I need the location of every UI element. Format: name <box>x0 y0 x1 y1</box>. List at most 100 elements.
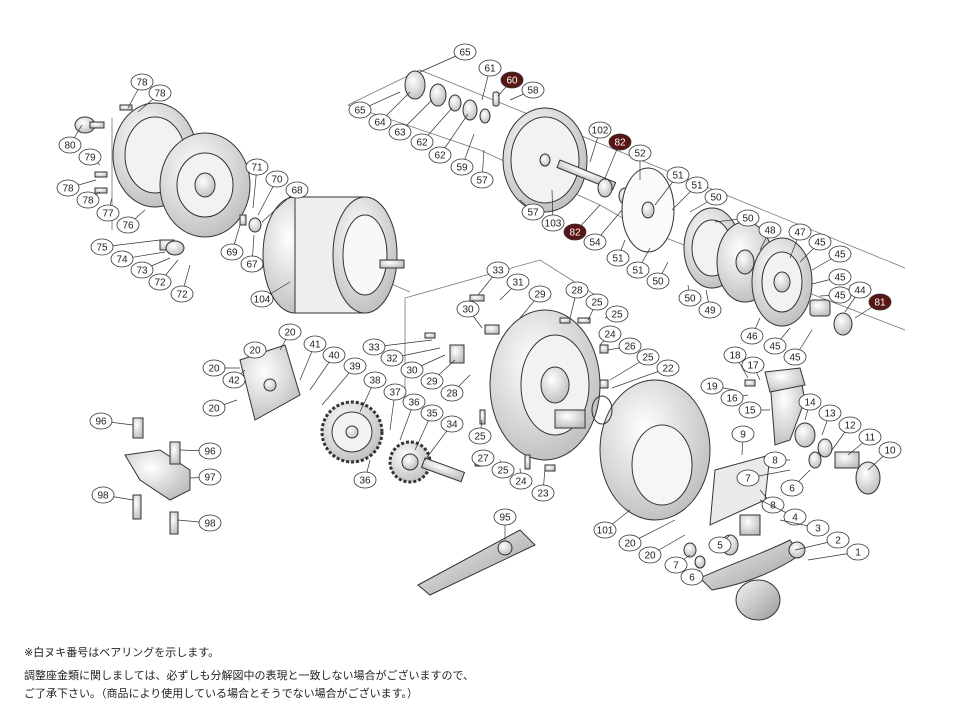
part-label-6: 6 <box>680 568 704 586</box>
part-label-98: 98 <box>177 514 222 532</box>
label-badge <box>731 425 755 443</box>
right-side-plate <box>599 379 711 521</box>
label-text: 61 <box>484 64 496 75</box>
label-text: 74 <box>116 255 128 266</box>
label-text: 25 <box>611 310 623 321</box>
label-text: 51 <box>691 181 703 192</box>
label-badge <box>303 335 327 353</box>
label-badge <box>410 133 434 151</box>
label-text: 20 <box>624 539 636 550</box>
label-text: 57 <box>476 176 488 187</box>
part-label-46: 46 <box>740 317 764 345</box>
part-label-24: 24 <box>598 325 622 346</box>
part-label-8: 8 <box>763 451 790 469</box>
part-label-14: 14 <box>798 393 822 421</box>
part-label-79: 79 <box>78 148 102 166</box>
label-text: 78 <box>154 89 166 100</box>
part-label-78: 78 <box>56 179 97 197</box>
part-label-98: 98 <box>91 486 134 504</box>
label-badge <box>202 359 226 377</box>
label-text: 95 <box>499 513 511 524</box>
label-text: 57 <box>527 208 539 219</box>
part-label-68: 68 <box>261 181 309 223</box>
part-label-59: 59 <box>450 133 475 176</box>
label-text: 64 <box>374 118 386 129</box>
part-label-3: 3 <box>779 519 830 537</box>
label-badge <box>680 568 704 586</box>
label-text: 50 <box>684 294 696 305</box>
handle-arm <box>699 539 806 621</box>
part-label-57: 57 <box>470 149 494 189</box>
label-text: 24 <box>604 330 616 341</box>
part-label-81: 81 <box>854 293 892 319</box>
label-badge <box>846 543 870 561</box>
part-label-51: 51 <box>654 166 690 206</box>
label-badge <box>708 536 732 554</box>
part-label-82: 82 <box>563 204 601 241</box>
part-label-103: 103 <box>541 189 565 232</box>
label-badge <box>585 293 609 311</box>
label-badge <box>440 415 464 433</box>
label-badge <box>130 261 154 279</box>
label-text: 40 <box>328 351 340 362</box>
label-badge <box>506 273 530 291</box>
part-label-17: 17 <box>741 356 765 381</box>
label-text: 62 <box>434 151 446 162</box>
label-text: 77 <box>102 209 114 220</box>
part-label-32: 32 <box>380 347 441 367</box>
part-label-78: 78 <box>76 191 101 209</box>
label-badge <box>723 346 747 364</box>
label-badge <box>783 348 807 366</box>
label-badge <box>96 204 120 222</box>
label-badge <box>798 393 822 411</box>
label-badge <box>89 412 113 430</box>
label-badge <box>618 534 642 552</box>
left-screws-and-knob <box>74 104 262 256</box>
label-badge <box>618 337 642 355</box>
label-badge <box>91 486 115 504</box>
label-text: 44 <box>854 286 866 297</box>
label-text: 51 <box>672 171 684 182</box>
washer-footnote-line1: 調整座金類に関しましては、必ずしも分解図中の表現と一致しない場合がございますので… <box>24 669 475 682</box>
label-badge <box>368 113 392 131</box>
label-text: 20 <box>208 404 220 415</box>
part-label-23: 23 <box>531 467 555 502</box>
part-label-62: 62 <box>428 113 469 164</box>
label-text: 24 <box>515 477 527 488</box>
label-badge <box>440 384 464 402</box>
label-text: 28 <box>571 286 583 297</box>
label-text: 20 <box>208 364 220 375</box>
label-badge <box>666 166 690 184</box>
part-label-62: 62 <box>410 107 453 151</box>
part-label-5: 5 <box>708 534 732 554</box>
label-text: 8 <box>772 456 778 467</box>
label-badge <box>110 250 134 268</box>
part-label-40: 40 <box>309 346 346 391</box>
label-badge <box>763 337 787 355</box>
label-badge <box>826 531 850 549</box>
part-label-33: 33 <box>477 261 510 296</box>
label-badge <box>626 261 650 279</box>
label-badge <box>878 441 902 459</box>
label-badge <box>240 255 264 273</box>
part-label-51: 51 <box>671 176 709 211</box>
label-badge <box>453 43 477 61</box>
label-text: 68 <box>291 186 303 197</box>
label-text: 54 <box>589 238 601 249</box>
label-text: 33 <box>368 343 380 354</box>
label-badge <box>531 484 555 502</box>
label-badge <box>78 148 102 166</box>
label-text: 8 <box>770 501 776 512</box>
part-label-45: 45 <box>783 329 813 366</box>
label-text: 25 <box>497 466 509 477</box>
part-label-78: 78 <box>137 84 172 113</box>
part-label-65: 65 <box>419 43 477 73</box>
label-text: 73 <box>136 266 148 277</box>
part-label-2: 2 <box>794 531 850 551</box>
part-label-28: 28 <box>565 281 589 319</box>
label-text: 96 <box>95 417 107 428</box>
label-text: 32 <box>386 354 398 365</box>
parts <box>74 70 881 621</box>
label-text: 26 <box>624 342 636 353</box>
